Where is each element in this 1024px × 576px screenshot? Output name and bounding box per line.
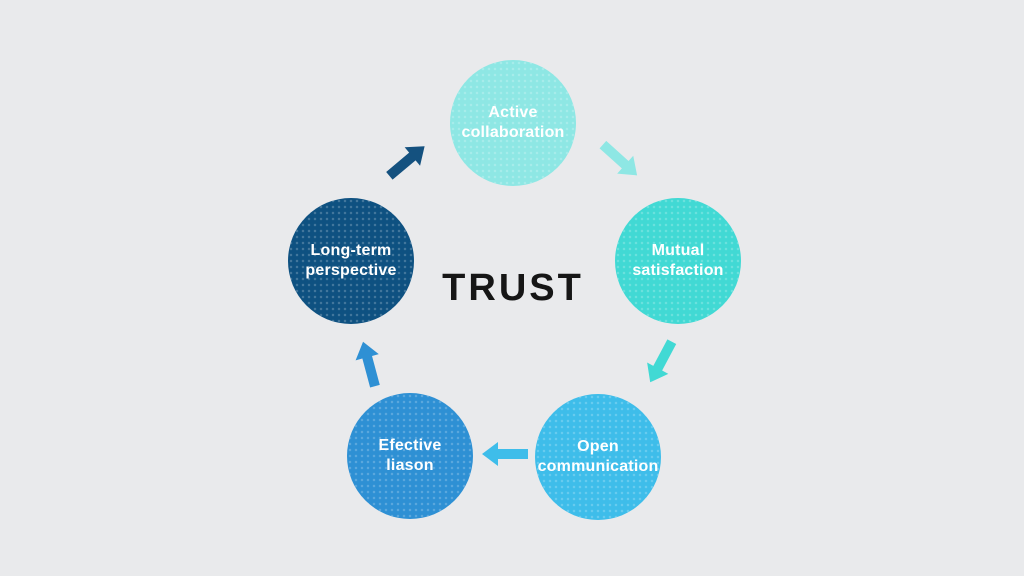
circle-label-line: collaboration [461, 124, 565, 141]
circle-open-communication: Open communication [535, 394, 661, 520]
circle-label-line: perspective [305, 262, 397, 279]
trust-title: TRUST [442, 267, 584, 309]
circle-efective-liason: Efective liason [347, 393, 473, 519]
arrow-icon-open-to-efective [482, 442, 528, 466]
circle-label-line: Efective [378, 436, 442, 454]
circle-label-line: satisfaction [632, 262, 724, 279]
circle-label-line: liason [386, 457, 434, 474]
arrow-icon-longterm-to-active [386, 146, 425, 180]
circle-label-line: Open [577, 437, 619, 455]
circle-long-term-perspective: Long-term perspective [288, 198, 414, 324]
arrow-icon-mutual-to-open [647, 339, 677, 383]
circle-label-line: Mutual [651, 241, 705, 259]
circle-label-line: Long-term [310, 241, 392, 259]
arrow-icon-active-to-mutual [599, 140, 638, 176]
arrow-icon-efective-to-longterm [355, 341, 380, 388]
circle-label-line: communication [537, 458, 659, 475]
circle-active-collaboration: Active collaboration [450, 60, 576, 186]
circle-label-line: Active [488, 103, 538, 121]
circle-mutual-satisfaction: Mutual satisfaction [615, 198, 741, 324]
